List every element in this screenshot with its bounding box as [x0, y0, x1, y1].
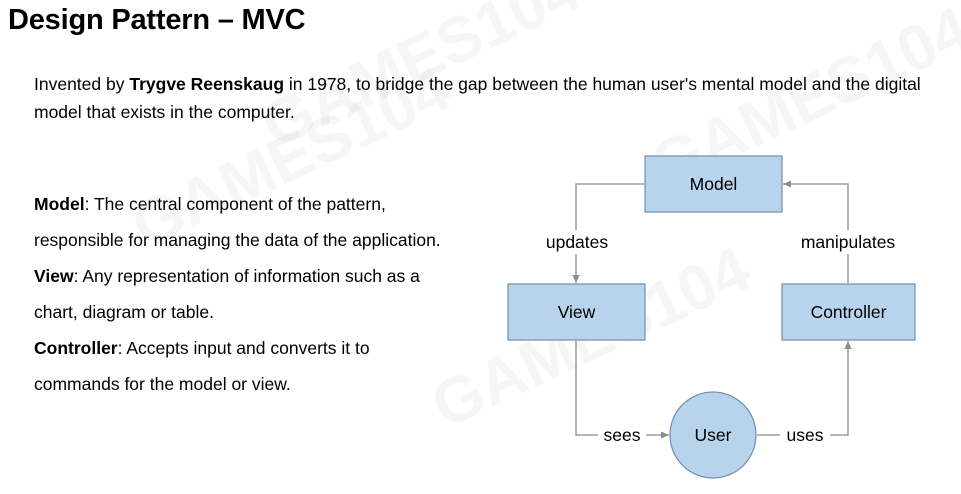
definition-text: : Any representation of information such…	[34, 266, 420, 322]
intro-inventor: Trygve Reenskaug	[129, 74, 285, 94]
intro-suffix: in 1978, to bridge the gap between the h…	[34, 74, 921, 122]
node-model-label: Model	[690, 174, 738, 194]
edge-sees	[575, 341, 669, 439]
definition-controller: Controller: Accepts input and converts i…	[34, 330, 454, 402]
definition-term: Controller	[34, 338, 118, 358]
node-user	[669, 391, 757, 479]
intro-prefix: Invented by	[34, 74, 130, 94]
intro-paragraph: Invented by Trygve Reenskaug in 1978, to…	[34, 70, 959, 126]
definition-term: View	[34, 266, 74, 286]
node-controller-label: Controller	[811, 302, 887, 322]
label-sees: sees	[604, 425, 641, 445]
page-title: Design Pattern – MVC	[8, 4, 306, 36]
label-updates: updates	[546, 232, 609, 252]
definition-term: Model	[34, 194, 85, 214]
node-view	[507, 283, 646, 341]
node-model	[644, 155, 783, 213]
definitions-list: Model: The central component of the patt…	[34, 186, 454, 402]
node-user-label: User	[695, 425, 732, 445]
definition-view: View: Any representation of information …	[34, 258, 454, 330]
definition-text: : Accepts input and converts it to comma…	[34, 338, 370, 394]
definition-text: : The central component of the pattern, …	[34, 194, 441, 250]
node-view-label: View	[558, 302, 596, 322]
definition-model: Model: The central component of the patt…	[34, 186, 454, 258]
label-manipulates: manipulates	[801, 232, 896, 252]
node-controller	[781, 283, 916, 341]
edge-uses	[757, 341, 852, 436]
label-uses: uses	[787, 425, 824, 445]
